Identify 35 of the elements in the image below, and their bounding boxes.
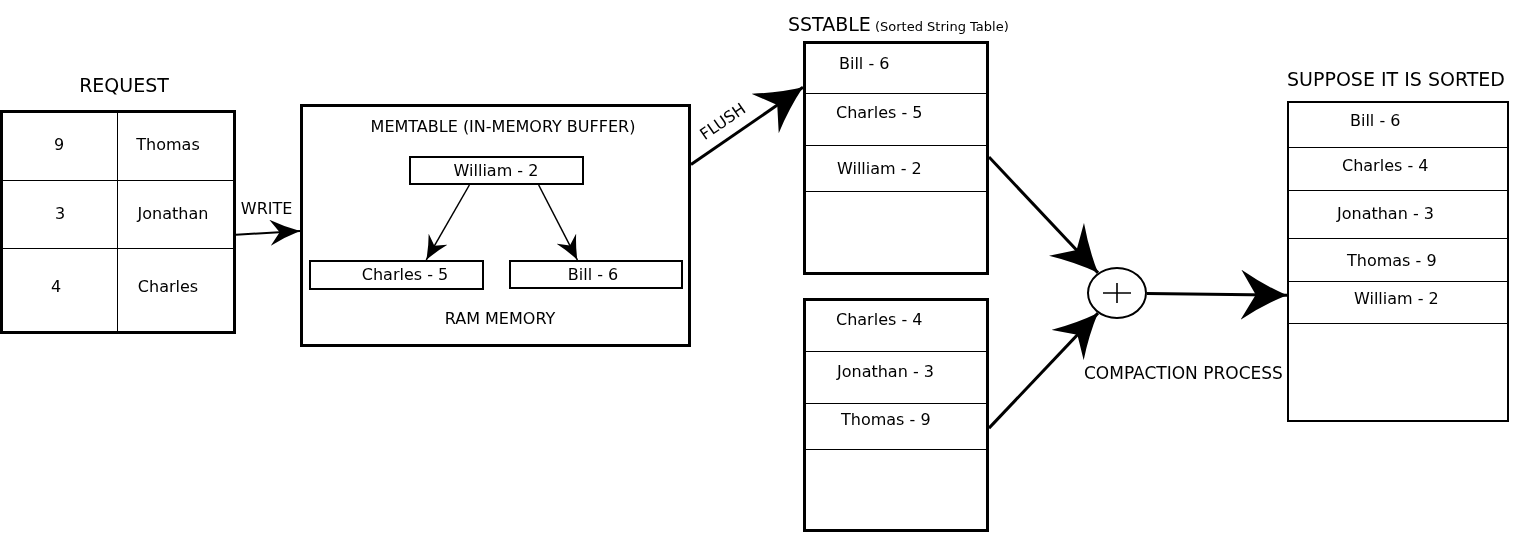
entry-text: Bill - 6 bbox=[567, 265, 619, 284]
panel-caption: RAM MEMORY bbox=[444, 309, 556, 329]
row-text: Charles - 4 bbox=[1342, 156, 1429, 176]
cell-text: 3 bbox=[54, 204, 66, 224]
process-label: COMPACTION PROCESS bbox=[1084, 364, 1283, 384]
row-text: William - 2 bbox=[1354, 289, 1439, 309]
merge-circle bbox=[1087, 267, 1147, 319]
table-heading: SSTABLE bbox=[788, 14, 871, 36]
table-heading: SUPPOSE IT IS SORTED bbox=[1287, 69, 1505, 91]
entry-box bbox=[309, 260, 484, 290]
entry-text: William - 2 bbox=[453, 161, 539, 180]
row-text: Bill - 6 bbox=[839, 54, 890, 74]
cell-text: Charles bbox=[137, 277, 199, 297]
row-text: Jonathan - 3 bbox=[837, 362, 934, 382]
buffer-panel bbox=[300, 104, 691, 347]
row-text: Jonathan - 3 bbox=[1337, 204, 1434, 224]
panel-heading: MEMTABLE (IN-MEMORY BUFFER) bbox=[370, 117, 636, 137]
cell-text: 9 bbox=[53, 135, 65, 155]
cell-text: Thomas bbox=[136, 135, 200, 155]
table-cell bbox=[3, 181, 118, 249]
row-text: Thomas - 9 bbox=[841, 410, 931, 430]
cell-text: 4 bbox=[50, 277, 62, 297]
row-text: Thomas - 9 bbox=[1347, 251, 1437, 271]
table-heading: REQUEST bbox=[79, 75, 169, 97]
row-text: William - 2 bbox=[837, 159, 922, 179]
table bbox=[803, 298, 989, 532]
entry-text: Charles - 5 bbox=[361, 265, 449, 285]
table-cell bbox=[3, 113, 118, 181]
row-text: Charles - 4 bbox=[836, 310, 923, 330]
cell-text: Jonathan bbox=[137, 204, 209, 224]
row-text: Bill - 6 bbox=[1350, 111, 1401, 131]
entry-box bbox=[509, 260, 683, 289]
entry-box bbox=[409, 156, 584, 185]
row-text: Charles - 5 bbox=[836, 103, 923, 123]
table-subheading: (Sorted String Table) bbox=[875, 19, 1009, 35]
